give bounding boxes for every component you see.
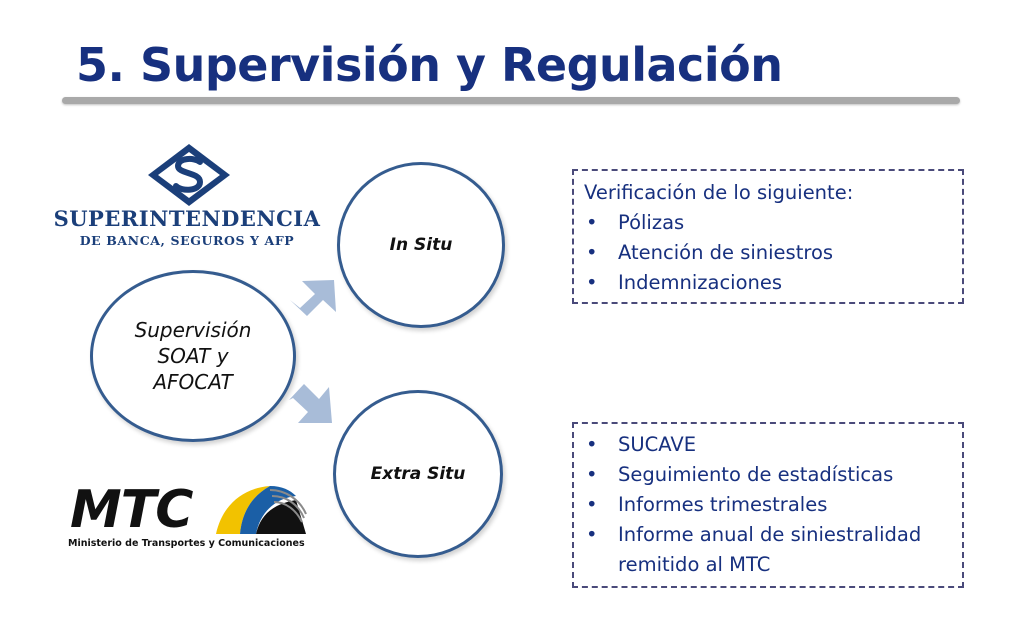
sbs-s-diamond-icon bbox=[148, 144, 230, 206]
sbs-wordmark: SUPERINTENDENCIA DE BANCA, SEGUROS Y AFP bbox=[52, 206, 322, 248]
mtc-subtitle: Ministerio de Transportes y Comunicacion… bbox=[68, 538, 305, 549]
mtc-logo: MTC Ministerio de Transportes y Comunica… bbox=[64, 480, 314, 556]
sbs-line2: DE BANCA, SEGUROS Y AFP bbox=[79, 233, 295, 248]
node-in-situ-label: In Situ bbox=[389, 235, 453, 255]
slide-title: 5. Supervisión y Regulación bbox=[76, 38, 783, 92]
list-item: Pólizas bbox=[574, 208, 962, 238]
sbs-line1: SUPERINTENDENCIA bbox=[53, 206, 321, 231]
center-node-supervision: Supervisión SOAT y AFOCAT bbox=[90, 270, 296, 442]
node-in-situ: In Situ bbox=[337, 162, 505, 328]
mtc-road-waves-icon bbox=[216, 486, 307, 534]
list-item: Informe anual de siniestralidad remitido… bbox=[574, 520, 962, 580]
in-situ-list: Pólizas Atención de siniestros Indemniza… bbox=[574, 208, 962, 298]
title-underline bbox=[62, 97, 960, 104]
arrow-to-in-situ bbox=[290, 280, 336, 316]
in-situ-lead: Verificación de lo siguiente: bbox=[584, 181, 854, 204]
node-extra-situ: Extra Situ bbox=[333, 390, 503, 558]
in-situ-details-box: Verificación de lo siguiente: Pólizas At… bbox=[572, 169, 964, 304]
list-item: Informes trimestrales bbox=[574, 490, 962, 520]
list-item: Atención de siniestros bbox=[574, 238, 962, 268]
list-item: Indemnizaciones bbox=[574, 268, 962, 298]
extra-situ-details-box: SUCAVE Seguimiento de estadísticas Infor… bbox=[572, 422, 964, 588]
list-item: Seguimiento de estadísticas bbox=[574, 460, 962, 490]
list-item: SUCAVE bbox=[574, 430, 962, 460]
center-node-label: Supervisión SOAT y AFOCAT bbox=[134, 318, 252, 394]
sbs-logo: SUPERINTENDENCIA DE BANCA, SEGUROS Y AFP bbox=[52, 142, 322, 252]
extra-situ-list: SUCAVE Seguimiento de estadísticas Infor… bbox=[574, 430, 962, 580]
mtc-wordmark: MTC bbox=[70, 480, 193, 540]
node-extra-situ-label: Extra Situ bbox=[370, 464, 466, 484]
arrow-to-extra-situ bbox=[289, 384, 332, 423]
